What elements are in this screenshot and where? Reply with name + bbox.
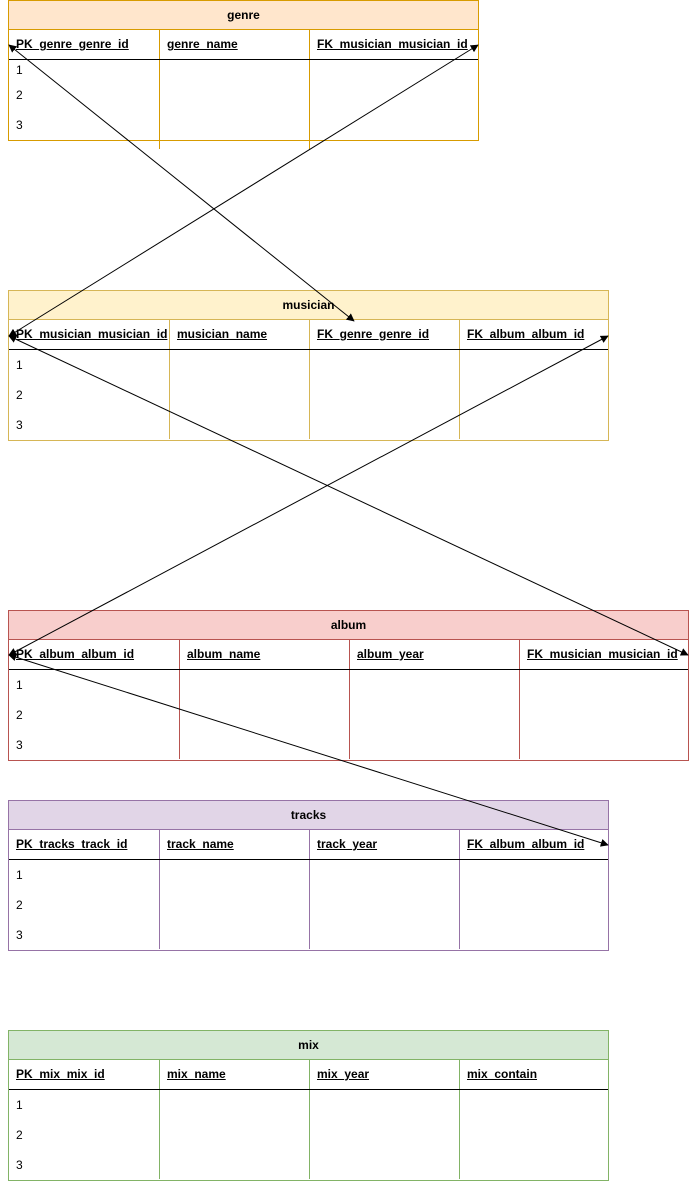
column-header[interactable]: FK_genre_genre_id: [309, 320, 459, 349]
column-header[interactable]: PK_tracks_track_id: [16, 837, 128, 851]
album-table[interactable]: album PK_album_album_id album_name album…: [8, 610, 689, 761]
column-header[interactable]: album_name: [179, 640, 349, 669]
table-body: 1 2 3: [9, 860, 608, 949]
table-header-row: PK_tracks_track_id track_name track_year…: [9, 830, 608, 860]
table-column: [309, 60, 478, 149]
column-header[interactable]: album_year: [349, 640, 519, 669]
row-value[interactable]: 3: [16, 928, 23, 942]
row-value[interactable]: 2: [16, 1128, 23, 1142]
table-header-row: PK_mix_mix_id mix_name mix_year mix_cont…: [9, 1060, 608, 1090]
row-value[interactable]: 1: [16, 1098, 23, 1112]
row-value[interactable]: 2: [16, 88, 23, 102]
table-title: mix: [9, 1031, 608, 1060]
table-column: [159, 1090, 309, 1179]
column-header[interactable]: genre_name: [159, 30, 309, 59]
musician-table[interactable]: musician PK_musician_musician_id musicia…: [8, 290, 609, 441]
table-column: [179, 670, 349, 759]
row-value[interactable]: 1: [16, 63, 23, 77]
column-header[interactable]: mix_year: [309, 1060, 459, 1089]
tracks-table[interactable]: tracks PK_tracks_track_id track_name tra…: [8, 800, 609, 951]
table-column: [159, 860, 309, 949]
column-header[interactable]: FK_musician_musician_id: [309, 30, 478, 59]
table-title: tracks: [9, 801, 608, 830]
column-header[interactable]: track_year: [309, 830, 459, 859]
column-header[interactable]: PK_album_album_id: [16, 647, 135, 661]
table-column: 1 2 3: [9, 60, 159, 149]
column-header[interactable]: FK_musician_musician_id: [519, 640, 688, 669]
table-title: genre: [9, 1, 478, 30]
column-header[interactable]: mix_name: [159, 1060, 309, 1089]
table-header-row: PK_album_album_id album_name album_year …: [9, 640, 688, 670]
row-value[interactable]: 3: [16, 118, 23, 132]
table-column: [309, 350, 459, 439]
column-header[interactable]: FK_album_album_id: [459, 320, 608, 349]
table-body: 1 2 3: [9, 1090, 608, 1179]
table-column: 1 2 3: [9, 350, 169, 439]
table-column: [309, 1090, 459, 1179]
row-value[interactable]: 1: [16, 678, 23, 692]
mix-table[interactable]: mix PK_mix_mix_id mix_name mix_year mix_…: [8, 1030, 609, 1181]
table-title: album: [9, 611, 688, 640]
row-value[interactable]: 3: [16, 738, 23, 752]
table-body: 1 2 3: [9, 670, 688, 759]
table-body: 1 2 3: [9, 350, 608, 439]
table-column: [349, 670, 519, 759]
row-value[interactable]: 2: [16, 388, 23, 402]
column-header[interactable]: mix_contain: [459, 1060, 608, 1089]
column-header[interactable]: PK_mix_mix_id: [16, 1067, 105, 1081]
row-value[interactable]: 1: [16, 358, 23, 372]
table-header-row: PK_musician_musician_id musician_name FK…: [9, 320, 608, 350]
row-value[interactable]: 2: [16, 898, 23, 912]
table-column: [519, 670, 688, 759]
row-value[interactable]: 1: [16, 868, 23, 882]
column-header[interactable]: FK_album_album_id: [459, 830, 608, 859]
table-body: 1 2 3: [9, 60, 478, 149]
table-column: 1 2 3: [9, 1090, 159, 1179]
column-header[interactable]: track_name: [159, 830, 309, 859]
table-title: musician: [9, 291, 608, 320]
table-column: 1 2 3: [9, 860, 159, 949]
table-column: [159, 60, 309, 149]
row-value[interactable]: 3: [16, 418, 23, 432]
table-column: [459, 860, 608, 949]
table-column: [169, 350, 309, 439]
column-header[interactable]: PK_genre_genre_id: [16, 37, 129, 51]
table-column: [309, 860, 459, 949]
table-column: [459, 1090, 608, 1179]
table-column: [459, 350, 608, 439]
genre-table[interactable]: genre PK_genre_genre_id genre_name FK_mu…: [8, 0, 479, 149]
table-header-row: PK_genre_genre_id genre_name FK_musician…: [9, 30, 478, 60]
column-header[interactable]: PK_musician_musician_id: [16, 327, 168, 341]
row-value[interactable]: 2: [16, 708, 23, 722]
row-value[interactable]: 3: [16, 1158, 23, 1172]
table-column: 1 2 3: [9, 670, 179, 759]
column-header[interactable]: musician_name: [169, 320, 309, 349]
